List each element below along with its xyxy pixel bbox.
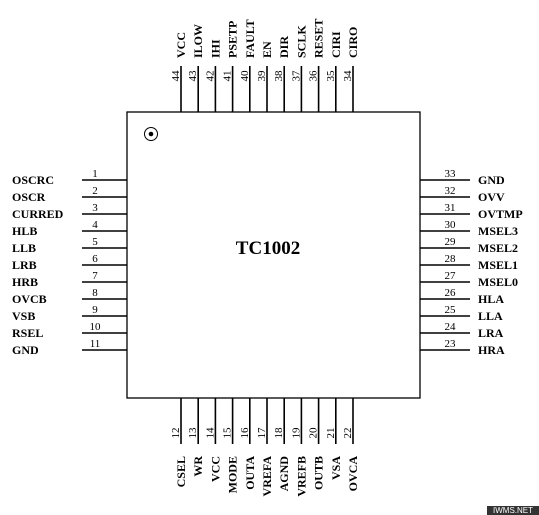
pin-number: 40 [239,70,251,82]
pin-name: LLA [478,309,503,323]
pin-number: 4 [92,219,98,231]
pin-number: 26 [445,287,457,299]
pin-number: 30 [445,219,457,231]
pin-name: OVTMP [478,207,523,221]
pin-name: VCC [208,456,222,482]
right-pins: 23 HRA 24 LRA 25 LLA 26 HLA 27 MSEL0 28 MSEL1 29 MSEL… [420,168,523,357]
pin-number: 18 [273,427,285,439]
pin-number: 41 [222,71,234,82]
pin-number: 44 [170,70,182,82]
pin-name: CIRI [329,31,343,58]
pin-number: 33 [445,168,457,180]
pin-number: 7 [92,270,98,282]
pin-name: FAULT [243,19,257,58]
pin-number: 42 [204,71,216,82]
pin-name: WR [191,456,205,477]
pin-number: 38 [273,70,285,82]
pin-number: 29 [445,236,457,248]
pin-name: OVV [478,190,505,204]
pin-name: AGND [277,456,291,492]
pin-name: HLA [478,292,504,306]
chip-body [126,111,421,399]
pin-number: 5 [92,236,98,248]
pin-name: LRA [478,326,504,340]
left-pins: 1 OSCRC 2 OSCR 3 CURRED 4 HLB 5 LLB 6 LRB 7 HRB 8 OVCB 9… [12,168,127,357]
pin-number: 6 [92,253,98,265]
pin-name: CURRED [12,207,64,221]
pin-number: 31 [445,202,456,214]
pin-number: 20 [308,427,320,439]
pin-name: MSEL0 [478,275,518,289]
pin-name: HRB [12,275,38,289]
pin-number: 23 [445,338,457,350]
pin-name: OUTB [312,456,326,490]
pin-number: 37 [290,70,302,82]
pin-number: 1 [92,168,98,180]
pin-name: PSETP [226,21,240,58]
pin-number: 17 [256,427,268,439]
pin-number: 15 [222,427,234,439]
pin-number: 32 [445,185,456,197]
pin-name: ILOW [191,24,205,58]
pin1-marker-outer [144,127,158,141]
pin-name: CIRO [346,27,360,58]
pin-number: 2 [92,185,98,197]
watermark-box [487,506,539,515]
pin-name: VREFB [294,456,308,497]
pin-name: DIR [277,36,291,58]
pin-name: EN [260,41,274,58]
pin-number: 24 [445,321,457,333]
watermark: IWMS.NET [493,506,533,515]
pin-name: VSA [329,456,343,480]
pin1-marker-inner [148,131,154,137]
pin-number: 35 [325,70,337,82]
pin-name: SCLK [294,25,308,58]
pin-number: 27 [445,270,457,282]
pin-number: 16 [239,427,251,439]
pin-name: OVCA [346,456,360,492]
pin-name: OUTA [243,456,257,490]
pin-name: VREFA [260,456,274,497]
pin-name: IHI [208,39,222,58]
pin-number: 19 [290,427,302,439]
pin-name: LLB [12,241,36,255]
pin-number: 14 [204,427,216,439]
chip-name: TC1002 [236,238,300,259]
pin-name: CSEL [174,456,188,487]
pin-name: LRB [12,258,37,272]
pin-number: 28 [445,253,457,265]
pin-name: MSEL3 [478,224,518,238]
pin-name: GND [12,343,39,357]
pin-name: MSEL1 [478,258,518,272]
pin-name: OVCB [12,292,47,306]
pin-name: GND [478,173,505,187]
pin-number: 10 [90,321,102,333]
pin-number: 25 [445,304,457,316]
pin-name: MSEL2 [478,241,518,255]
pin-number: 13 [187,427,199,439]
pin-number: 36 [308,70,320,82]
pin-name: RSEL [12,326,43,340]
pin-name: VCC [174,32,188,58]
pin-number: 12 [170,428,182,439]
pin-number: 8 [92,287,98,299]
pin-name: OSCR [12,190,46,204]
top-pins: 34 CIRO 35 CIRI 36 RESET 37 SCLK 38 DIR 39 EN 40 FAUL… [170,19,360,112]
pin-number: 3 [92,202,98,214]
pin-number: 11 [90,338,101,350]
pin-name: RESET [312,19,326,58]
pin-name: OSCRC [12,173,54,187]
pin-number: 34 [342,70,354,82]
pin-number: 39 [256,70,268,82]
pin-name: HLB [12,224,37,238]
pin-name: VSB [12,309,35,323]
pin-number: 22 [342,428,354,439]
pin-name: HRA [478,343,505,357]
pin-name: MODE [226,456,240,493]
pin-number: 43 [187,70,199,82]
pin-number: 21 [325,428,337,439]
pin-number: 9 [92,304,98,316]
